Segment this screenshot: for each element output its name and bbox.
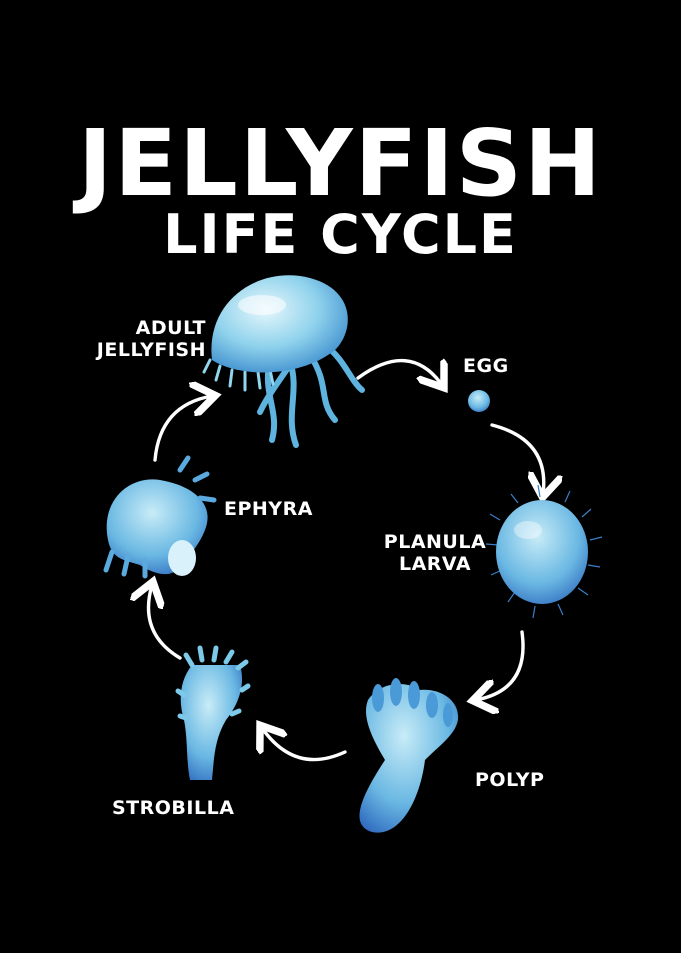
label-ephyra: EPHYRA bbox=[224, 498, 313, 520]
arrow-adult-to-egg bbox=[356, 361, 442, 385]
planula-larva-image bbox=[485, 484, 603, 619]
label-polyp: POLYP bbox=[475, 769, 545, 791]
title-jellyfish: JELLYFISH bbox=[78, 110, 603, 217]
arrow-strobilla-to-ephyra bbox=[149, 585, 182, 660]
arrow-ephyra-to-adult bbox=[153, 396, 212, 462]
title-life-cycle: LIFE CYCLE bbox=[163, 203, 518, 266]
label-adult-jellyfish: ADULT JELLYFISH bbox=[90, 317, 206, 361]
adult-jellyfish-image bbox=[202, 275, 365, 448]
polyp-image bbox=[359, 678, 459, 833]
arrow-egg-to-planula bbox=[490, 423, 544, 494]
arrow-polyp-to-strobilla bbox=[262, 728, 347, 762]
ephyra-image bbox=[103, 455, 217, 579]
label-planula-larva: PLANULA LARVA bbox=[382, 531, 488, 575]
strobilla-image bbox=[175, 645, 251, 780]
egg-image bbox=[468, 390, 490, 412]
label-egg: EGG bbox=[463, 355, 509, 377]
label-adult-line2: JELLYFISH bbox=[96, 339, 206, 361]
label-planula-line1: PLANULA bbox=[383, 531, 487, 553]
label-planula-line2: LARVA bbox=[398, 553, 472, 575]
label-strobilla: STROBILLA bbox=[112, 797, 235, 819]
arrow-planula-to-polyp bbox=[476, 630, 525, 700]
label-adult-line1: ADULT bbox=[135, 317, 206, 339]
